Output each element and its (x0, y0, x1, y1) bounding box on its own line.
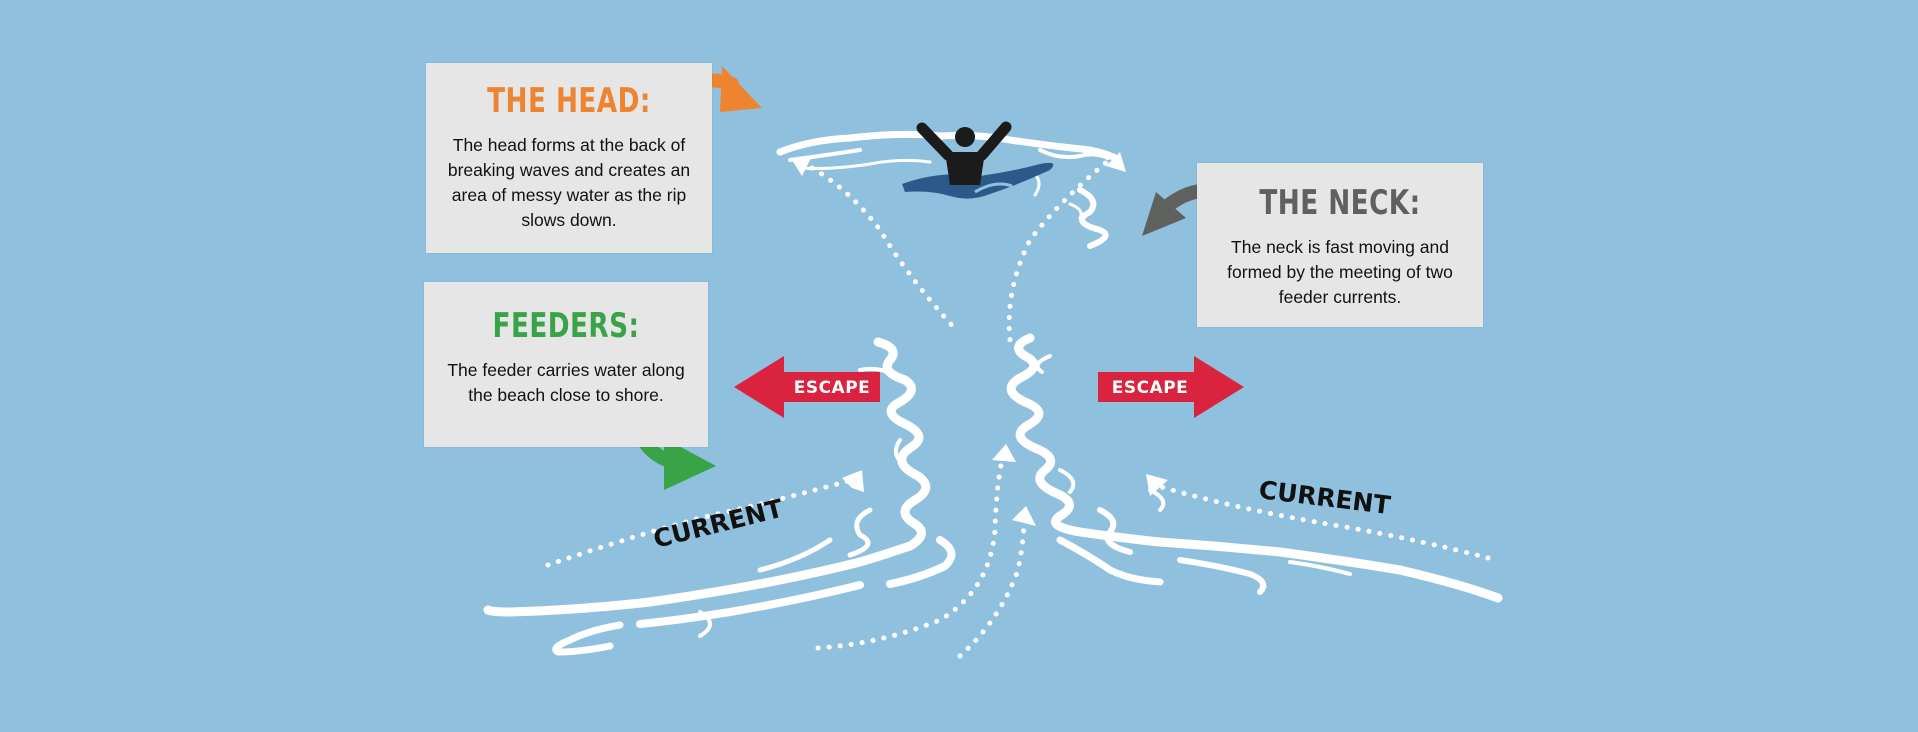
escape-left-label: ESCAPE (794, 378, 871, 398)
current-dotted-lines (545, 153, 1491, 659)
escape-left-arrow: ESCAPE (734, 356, 880, 418)
head-title: THE HEAD: (487, 81, 651, 121)
current-right-label: CURRENT (1257, 475, 1392, 520)
head-description: The head forms at the back of breaking w… (447, 135, 691, 230)
water-foam (483, 130, 1503, 656)
current-left-label: CURRENT (650, 494, 785, 554)
neck-title: THE NECK: (1259, 183, 1421, 223)
feeders-description: The feeder carries water along the beach… (447, 360, 685, 405)
feeders-title: FEEDERS: (492, 306, 640, 346)
swimmer-icon (902, 121, 1054, 199)
head-info-card: THE HEAD: The head forms at the back of … (426, 63, 712, 253)
escape-right-label: ESCAPE (1112, 378, 1189, 398)
neck-info-card: THE NECK: The neck is fast moving and fo… (1197, 163, 1483, 327)
feeders-info-card: FEEDERS: The feeder carries water along … (424, 282, 708, 447)
escape-right-arrow: ESCAPE (1098, 356, 1244, 418)
neck-description: The neck is fast moving and formed by th… (1227, 237, 1453, 307)
current-arrowheads (792, 152, 1168, 526)
